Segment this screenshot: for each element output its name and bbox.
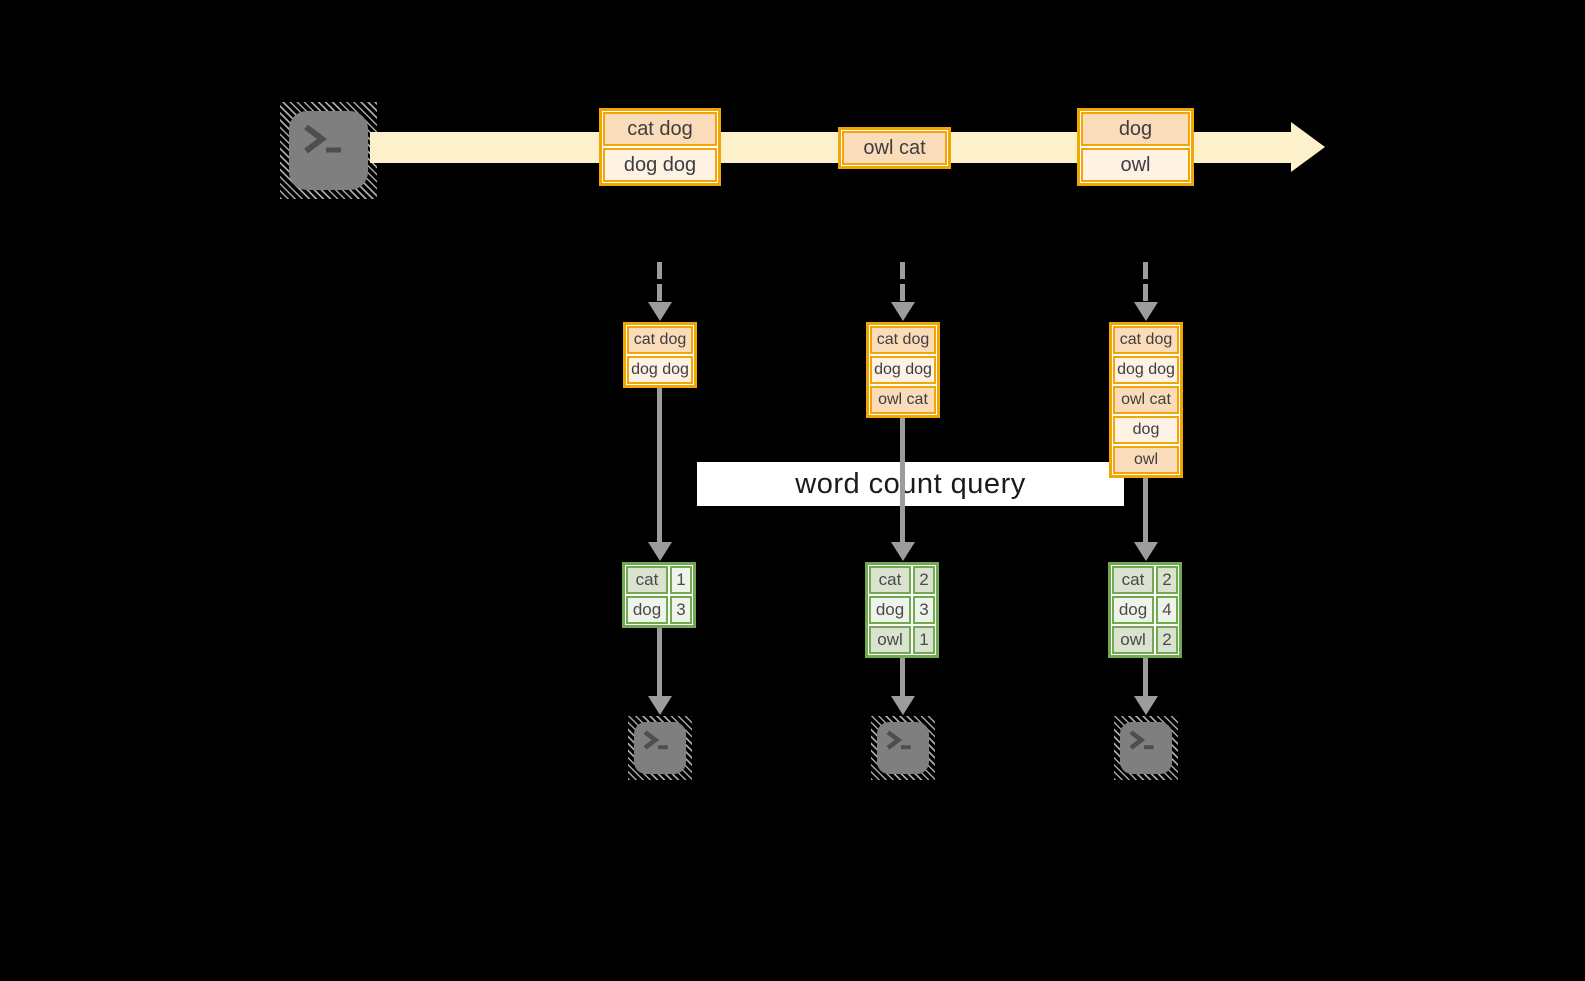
down-arrowhead-icon bbox=[1134, 696, 1158, 715]
batch-stack-1: cat dog dog dog bbox=[623, 322, 697, 388]
terminal-icon bbox=[634, 722, 686, 774]
table-row: dog 4 bbox=[1112, 596, 1178, 624]
arrow-shaft bbox=[900, 658, 905, 696]
batch-stack-2: cat dog dog dog owl cat bbox=[866, 322, 940, 418]
count-cell: 4 bbox=[1156, 596, 1178, 624]
count-cell: 3 bbox=[670, 596, 692, 624]
down-arrowhead-icon bbox=[648, 302, 672, 321]
word-cell: dog bbox=[1112, 596, 1154, 624]
table-row: owl 1 bbox=[869, 626, 935, 654]
batch-line: cat dog bbox=[627, 326, 693, 354]
down-arrowhead-icon bbox=[891, 696, 915, 715]
event-line: dog bbox=[1081, 112, 1190, 146]
query-label: word count query bbox=[795, 467, 1026, 500]
count-table-1: cat 1 dog 3 bbox=[622, 562, 696, 628]
stream-arrowhead-icon bbox=[1291, 122, 1325, 172]
arrow-shaft bbox=[657, 628, 662, 696]
batch-line: dog dog bbox=[627, 356, 693, 384]
down-arrowhead-icon bbox=[891, 542, 915, 561]
batch-line: dog bbox=[1113, 416, 1179, 444]
terminal-prompt-icon bbox=[304, 124, 341, 154]
word-cell: dog bbox=[869, 596, 911, 624]
down-arrowhead-icon bbox=[648, 696, 672, 715]
down-arrowhead-icon bbox=[1134, 302, 1158, 321]
stream-event-box-2: owl cat bbox=[838, 127, 951, 169]
count-cell: 3 bbox=[913, 596, 935, 624]
arrow-shaft bbox=[1143, 658, 1148, 696]
down-arrowhead-icon bbox=[1134, 542, 1158, 561]
stream-event-box-3: dog owl bbox=[1077, 108, 1194, 186]
batch-line: owl cat bbox=[870, 386, 936, 414]
event-line: cat dog bbox=[603, 112, 717, 146]
table-row: cat 1 bbox=[626, 566, 692, 594]
word-cell: cat bbox=[626, 566, 668, 594]
terminal-icon bbox=[1120, 722, 1172, 774]
dashed-arrow-segment bbox=[900, 262, 905, 279]
arrow-shaft bbox=[900, 418, 905, 543]
batch-stack-3: cat dog dog dog owl cat dog owl bbox=[1109, 322, 1183, 478]
terminal-icon bbox=[289, 111, 368, 190]
table-row: cat 2 bbox=[869, 566, 935, 594]
count-table-2: cat 2 dog 3 owl 1 bbox=[865, 562, 939, 658]
count-cell: 1 bbox=[913, 626, 935, 654]
batch-line: owl bbox=[1113, 446, 1179, 474]
dashed-arrow-segment bbox=[1143, 262, 1148, 279]
count-cell: 2 bbox=[1156, 626, 1178, 654]
terminal-icon bbox=[877, 722, 929, 774]
table-row: cat 2 bbox=[1112, 566, 1178, 594]
word-cell: cat bbox=[869, 566, 911, 594]
query-label-band: word count query bbox=[697, 462, 1124, 506]
event-line: owl cat bbox=[842, 131, 947, 165]
terminal-prompt-icon bbox=[886, 730, 911, 750]
event-line: dog dog bbox=[603, 148, 717, 182]
arrow-shaft bbox=[657, 388, 662, 543]
batch-line: cat dog bbox=[1113, 326, 1179, 354]
word-cell: dog bbox=[626, 596, 668, 624]
word-cell: owl bbox=[1112, 626, 1154, 654]
dashed-arrow-segment bbox=[657, 262, 662, 279]
table-row: dog 3 bbox=[869, 596, 935, 624]
table-row: dog 3 bbox=[626, 596, 692, 624]
down-arrowhead-icon bbox=[891, 302, 915, 321]
event-line: owl bbox=[1081, 148, 1190, 182]
word-cell: owl bbox=[869, 626, 911, 654]
batch-line: owl cat bbox=[1113, 386, 1179, 414]
count-cell: 2 bbox=[1156, 566, 1178, 594]
count-cell: 1 bbox=[670, 566, 692, 594]
stream-event-box-1: cat dog dog dog bbox=[599, 108, 721, 186]
batch-line: dog dog bbox=[870, 356, 936, 384]
down-arrowhead-icon bbox=[648, 542, 672, 561]
dashed-arrow-segment bbox=[657, 284, 662, 301]
word-cell: cat bbox=[1112, 566, 1154, 594]
table-row: owl 2 bbox=[1112, 626, 1178, 654]
count-table-3: cat 2 dog 4 owl 2 bbox=[1108, 562, 1182, 658]
dashed-arrow-segment bbox=[1143, 284, 1148, 301]
terminal-prompt-icon bbox=[1129, 730, 1154, 750]
arrow-shaft bbox=[1143, 478, 1148, 543]
terminal-prompt-icon bbox=[643, 730, 668, 750]
batch-line: dog dog bbox=[1113, 356, 1179, 384]
count-cell: 2 bbox=[913, 566, 935, 594]
dashed-arrow-segment bbox=[900, 284, 905, 301]
batch-line: cat dog bbox=[870, 326, 936, 354]
